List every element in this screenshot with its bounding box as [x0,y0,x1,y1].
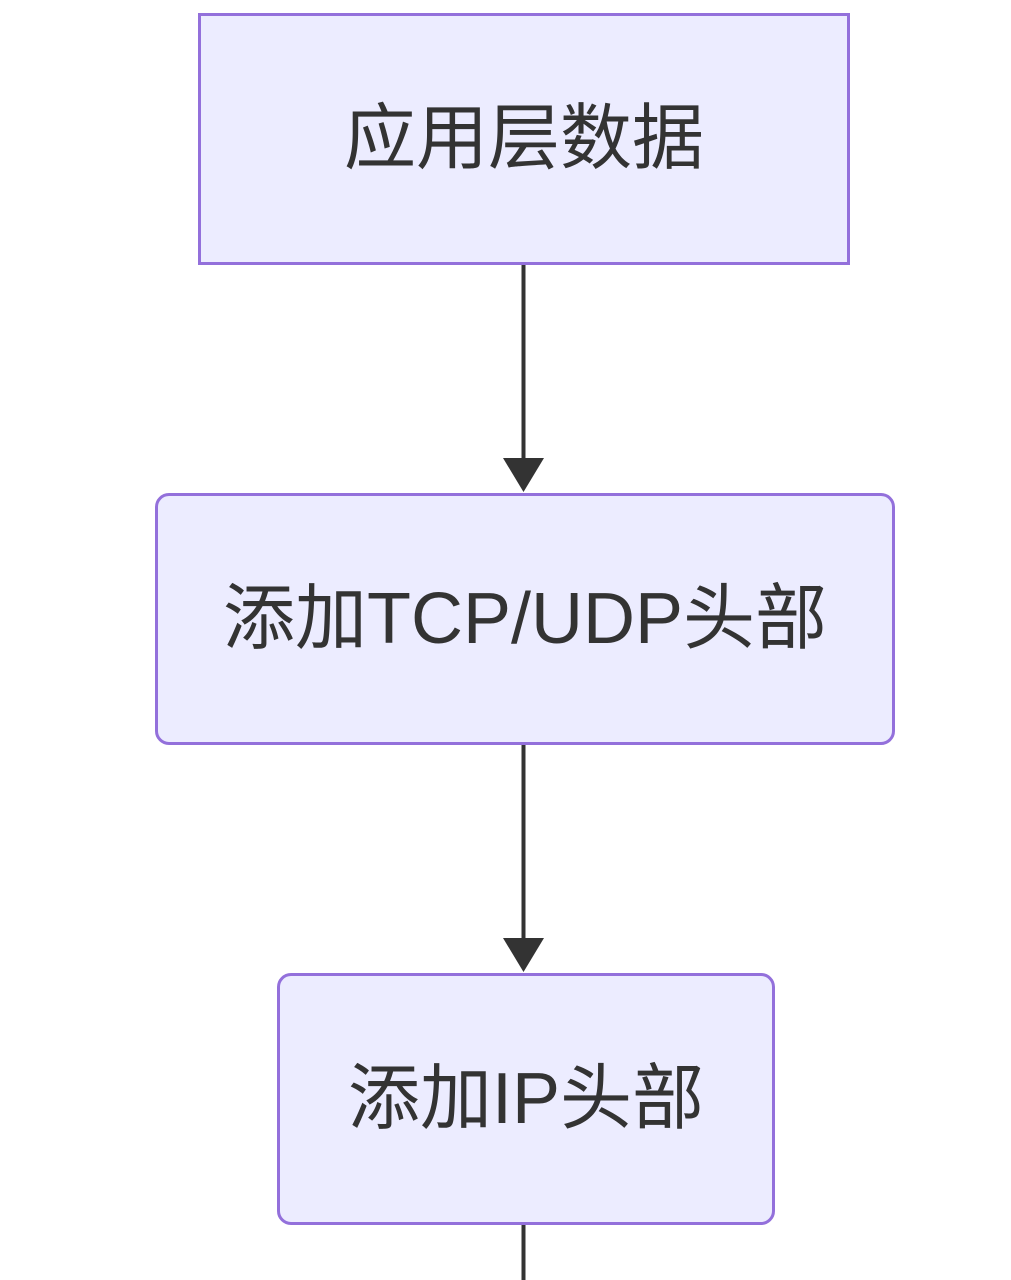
node-label: 添加IP头部 [347,1058,705,1139]
edge-app-data-to-tcp-udp [503,263,544,492]
node-application-layer-data: 应用层数据 [198,13,850,265]
node-add-ip-header: 添加IP头部 [277,973,775,1225]
node-label: 添加TCP/UDP头部 [222,578,828,659]
node-label: 应用层数据 [343,98,704,179]
node-add-tcp-udp-header: 添加TCP/UDP头部 [155,493,895,745]
arrowhead-down-icon [503,938,544,972]
edge-tcp-udp-to-ip [503,743,544,972]
arrowhead-down-icon [503,458,544,492]
